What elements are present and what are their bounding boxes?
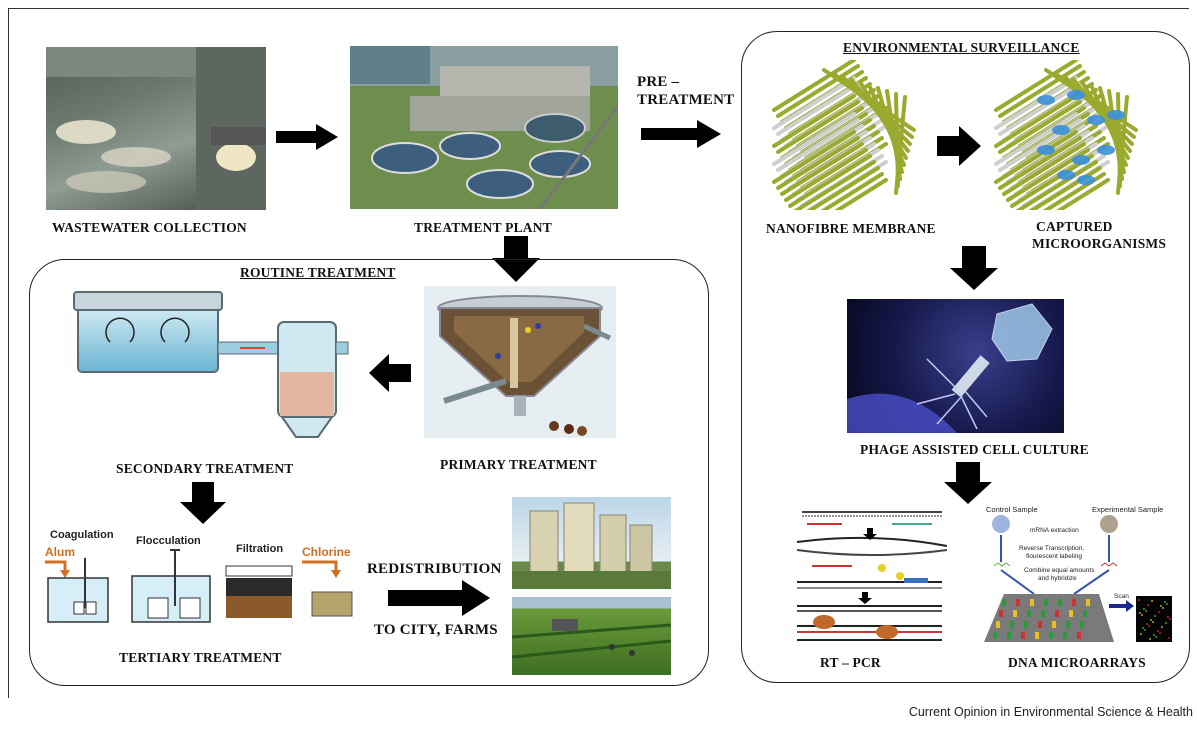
scan-text: Scan bbox=[1114, 593, 1129, 600]
control-sample-text: Control Sample bbox=[986, 505, 1038, 514]
routine-treatment-panel bbox=[29, 259, 709, 686]
fluor-text: flourescent labeling bbox=[1026, 553, 1082, 560]
captured-microorganisms-image bbox=[994, 60, 1138, 210]
environmental-surveillance-panel bbox=[741, 31, 1190, 683]
to-city-farms-label: TO CITY, FARMS bbox=[374, 622, 498, 638]
nanofibre-membrane-image bbox=[772, 60, 916, 210]
phage-assisted-label: PHAGE ASSISTED CELL CULTURE bbox=[860, 442, 1089, 457]
captured-label-2: MICROORGANISMS bbox=[1032, 236, 1167, 251]
secondary-treatment-label: SECONDARY TREATMENT bbox=[116, 461, 294, 476]
dna-microarrays-label: DNA MICROARRAYS bbox=[1008, 655, 1146, 670]
arrow-right-redistribution bbox=[388, 580, 490, 616]
pre-treatment-label-2: TREATMENT bbox=[637, 92, 735, 108]
arrow-down-secondary bbox=[180, 482, 226, 524]
experimental-sample-text: Experimental Sample bbox=[1092, 505, 1163, 514]
nanofibre-membrane-label: NANOFIBRE MEMBRANE bbox=[766, 221, 936, 236]
coagulation-text: Coagulation bbox=[50, 529, 114, 541]
phage-image bbox=[847, 299, 1064, 433]
alum-text: Alum bbox=[45, 545, 75, 559]
city-photo bbox=[512, 497, 671, 589]
farm-photo bbox=[512, 597, 671, 675]
pre-treatment-label-1: PRE – bbox=[637, 74, 680, 90]
hybridize-text: and hybridize bbox=[1038, 575, 1077, 582]
figure-frame bbox=[8, 8, 1189, 698]
combine-text: Combine equal amounts bbox=[1024, 567, 1095, 574]
captured-label-1: CAPTURED bbox=[1036, 219, 1113, 234]
arrow-down-phage bbox=[944, 462, 992, 504]
flocculation-text: Flocculation bbox=[136, 535, 201, 547]
redistribution-label: REDISTRIBUTION bbox=[367, 561, 502, 577]
reverse-text: Reverse Transcription, bbox=[1019, 545, 1084, 552]
treatment-plant-label: TREATMENT PLANT bbox=[414, 220, 552, 235]
environmental-surveillance-title: ENVIRONMENTAL SURVEILLANCE bbox=[843, 40, 1080, 55]
wastewater-collection-photo bbox=[46, 47, 266, 210]
wastewater-collection-label: WASTEWATER COLLECTION bbox=[52, 220, 247, 235]
tertiary-treatment-image: Coagulation Alum Flocculation Filtration… bbox=[45, 529, 353, 623]
primary-treatment-image bbox=[424, 286, 616, 438]
routine-treatment-title: ROUTINE TREATMENT bbox=[240, 265, 396, 280]
arrow-right-1 bbox=[276, 124, 338, 150]
secondary-treatment-image bbox=[73, 291, 349, 438]
chlorine-text: Chlorine bbox=[302, 545, 351, 559]
arrow-right-pretreatment bbox=[641, 120, 721, 148]
rt-pcr-label: RT – PCR bbox=[820, 655, 881, 670]
primary-treatment-label: PRIMARY TREATMENT bbox=[440, 457, 597, 472]
arrow-down-captured bbox=[950, 246, 998, 290]
treatment-plant-photo bbox=[350, 46, 618, 209]
dna-microarray-diagram: Control Sample Experimental Sample mRNA … bbox=[984, 505, 1172, 642]
arrow-right-membrane bbox=[937, 126, 981, 166]
rt-pcr-diagram bbox=[796, 511, 948, 641]
tertiary-treatment-label: TERTIARY TREATMENT bbox=[119, 650, 282, 665]
mrna-text: mRNA extraction bbox=[1030, 527, 1079, 534]
arrow-left-primary bbox=[369, 354, 411, 392]
journal-credit: Current Opinion in Environmental Science… bbox=[908, 705, 1193, 719]
filtration-text: Filtration bbox=[236, 543, 283, 555]
